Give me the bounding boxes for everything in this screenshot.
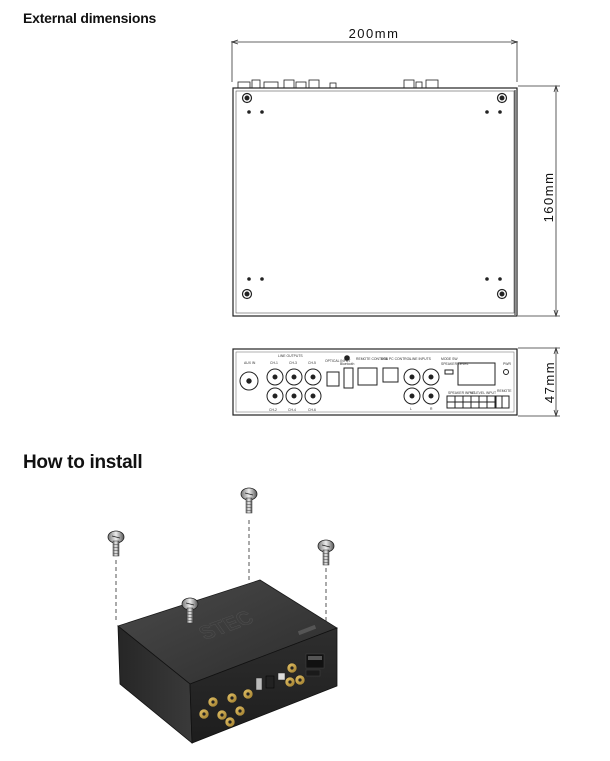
device-front-connectors — [198, 653, 325, 728]
line-outputs-label: LINE OUTPUTS — [278, 354, 303, 358]
pwr-label: PWR — [503, 362, 511, 366]
line-l-label: L — [410, 407, 412, 411]
mounting-screw-icon — [317, 539, 335, 566]
how-to-install-heading: How to install — [23, 452, 143, 473]
top-connectors — [237, 79, 439, 89]
optical-input-label: OPTICAL INPUT — [325, 359, 351, 363]
bluetooth-label: Bluetooth — [340, 362, 354, 366]
usb-pc-control-label: USB PC CONTROL — [381, 357, 411, 361]
ch4-label: CH-4 — [288, 408, 296, 412]
dsp-device-illustration: STEC — [117, 579, 338, 744]
height-dimension-label: 47mm — [542, 361, 557, 403]
depth-dimension-label: 160mm — [541, 172, 556, 223]
ch1-label: CH-1 — [270, 361, 278, 365]
ch3-label: CH-3 — [289, 361, 297, 365]
aux-in-label: AUX IN — [244, 361, 256, 365]
ch2-label: CH-2 — [269, 408, 277, 412]
install-illustration: STEC — [107, 487, 338, 744]
remote-label: REMOTE — [497, 389, 512, 393]
speaker-level-label: SPEAKER LEVEL — [441, 362, 469, 366]
remote-control-label: REMOTE CONTROL — [356, 357, 388, 361]
mode-sw-label: MODE SW — [441, 357, 458, 361]
mounting-screw-icon — [181, 597, 199, 624]
width-dimension-line — [230, 39, 519, 82]
top-view-drawing: 200mm — [230, 26, 560, 318]
mounting-screw-icon — [107, 530, 125, 557]
line-inputs-label: LINE INPUTS — [410, 357, 432, 361]
corner-bolts — [241, 92, 508, 300]
speaker-input-label: SPEAKER INPUT — [448, 391, 475, 395]
front-panel-body — [232, 348, 518, 416]
depth-dimension-line — [518, 84, 560, 318]
panel-ports — [326, 355, 510, 409]
front-panel-drawing: AUX IN LINE OUTPUTS CH-1 CH-3 CH-5 CH-2 … — [232, 346, 560, 418]
hi-level-input-label: HI-LEVEL INPUT — [470, 391, 496, 395]
height-dimension-line — [518, 346, 560, 418]
ch5-label: CH-5 — [308, 361, 316, 365]
external-dimensions-heading: External dimensions — [23, 10, 157, 26]
line-r-label: R — [430, 407, 433, 411]
top-view-body — [232, 87, 518, 317]
ch6-label: CH-6 — [308, 408, 316, 412]
mounting-screw-icon — [240, 487, 258, 514]
width-dimension-label: 200mm — [349, 26, 400, 41]
small-screw-holes — [247, 110, 502, 281]
rca-jacks — [239, 368, 440, 405]
